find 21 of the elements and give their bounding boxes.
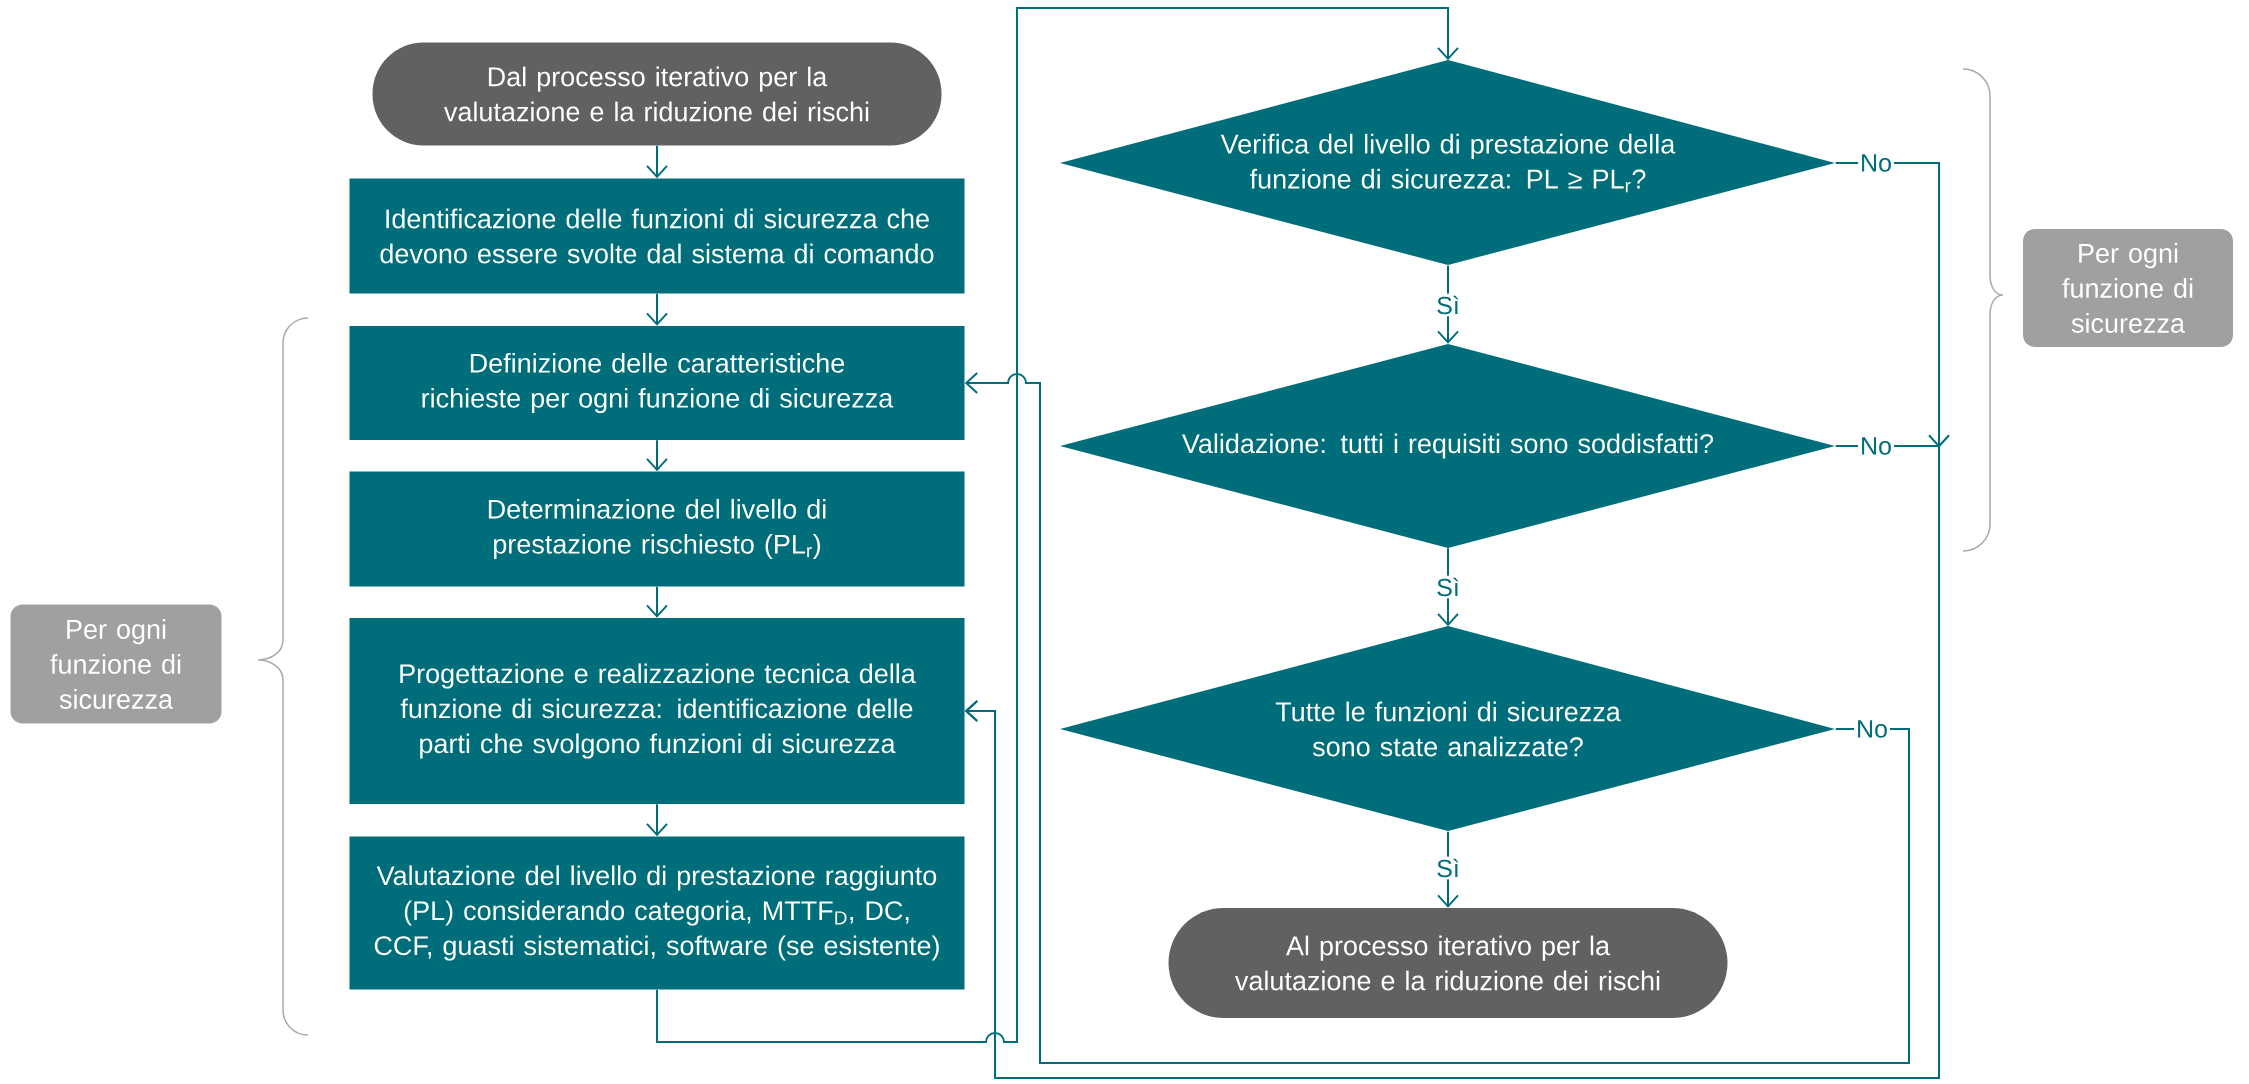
arrow — [656, 7, 1459, 1043]
process-box: Valutazione del livello di prestazione raggiunto (PL) considerando categoria, MTTF$_{D}$, DC, CCF, guasti sistematici, software (se esistente) — [349, 836, 965, 990]
process-box: Definizione delle caratteristiche richieste per ogni funzione di sicurezza — [349, 326, 965, 440]
edge-label: Sì — [1434, 293, 1462, 317]
edge-label: Sì — [1434, 856, 1462, 880]
process-box: Identificazione delle funzioni di sicurezza che devono essere svolte dal sistema di comando — [349, 178, 965, 294]
terminal-box: Al processo iterativo per la valutazione e la riduzione dei rischi — [1168, 908, 1728, 1018]
arrow — [646, 292, 668, 326]
arrow — [646, 439, 668, 472]
edge-label: No — [1858, 152, 1894, 174]
arrow — [646, 144, 668, 179]
note-box: Per ogni funzione di sicurezza — [10, 604, 222, 724]
note-box: Per ogni funzione di sicurezza — [2023, 229, 2233, 347]
terminal-box: Dal processo iterativo per la valutazione e la riduzione dei rischi — [372, 42, 942, 146]
edge-label: Sì — [1434, 575, 1462, 599]
edge-label: No — [1858, 435, 1894, 457]
process-box: Progettazione e realizzazione tecnica della funzione di sicurezza: identificazione delle parti che svolgono funzioni di sicurezza — [349, 618, 965, 804]
edge-label: No — [1854, 718, 1890, 740]
process-box: Determinazione del livello di prestazione rischiesto (PL$_{r}$) — [349, 471, 965, 587]
arrow — [646, 803, 668, 837]
arrow — [646, 585, 668, 618]
